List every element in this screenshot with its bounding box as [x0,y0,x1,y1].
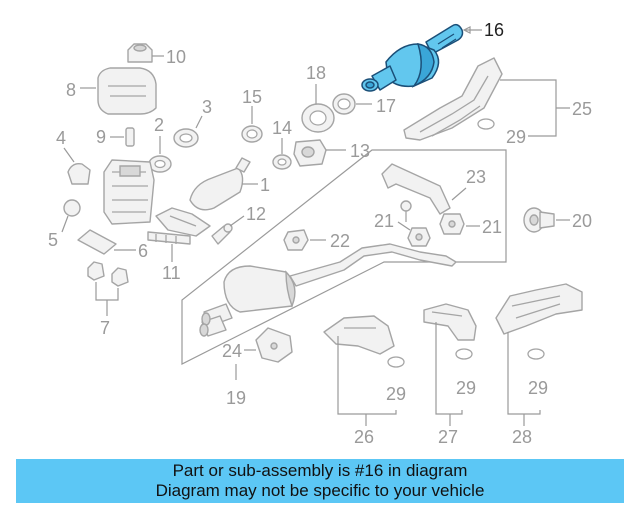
part-14-gasket[interactable] [272,154,292,170]
label-29-27: 29 [456,378,476,398]
label-22: 22 [330,231,350,251]
label-10: 10 [166,47,186,67]
info-banner: Part or sub-assembly is #16 in diagram D… [16,459,624,503]
label-23: 23 [466,167,486,187]
label-14: 14 [272,118,292,138]
part-26-heat-shield[interactable] [323,315,395,355]
label-19: 19 [226,388,246,408]
label-27: 27 [438,427,458,447]
part-11-hanger[interactable] [147,231,191,245]
part-1-front-catalyst-pipe[interactable] [155,157,251,237]
part-20-clamp[interactable] [523,207,555,233]
part-6-bracket[interactable] [77,229,117,255]
banner-line-2: Diagram may not be specific to your vehi… [155,481,485,500]
label-29-top: 29 [506,127,526,147]
part-24-bracket[interactable] [255,327,293,363]
label-20: 20 [572,211,592,231]
part-29-gasket-26[interactable] [387,356,405,368]
label-29-28: 29 [528,378,548,398]
exhaust-parts-diagram: 10 8 3 15 18 17 16 25 29 9 2 14 13 4 1 2… [48,20,592,447]
label-9: 9 [96,127,106,147]
part-18-flange[interactable] [301,103,335,133]
label-25: 25 [572,99,592,119]
part-22-hanger[interactable] [283,229,309,251]
part-15-gasket[interactable] [241,125,263,143]
label-13: 13 [350,141,370,161]
part-2-gasket[interactable] [148,155,172,173]
label-15: 15 [242,87,262,107]
label-29-26: 29 [386,384,406,404]
label-8: 8 [66,80,76,100]
label-18: 18 [306,63,326,83]
label-26: 26 [354,427,374,447]
part-17-gasket[interactable] [332,93,356,115]
part-29-gasket-28[interactable] [527,348,545,360]
part-23-bracket[interactable] [381,163,451,215]
part-7-nuts[interactable] [87,261,129,287]
part-27-heat-shield[interactable] [423,303,477,341]
part-9-stud[interactable] [125,127,135,147]
label-3: 3 [202,97,212,117]
part-21-hanger-right[interactable] [439,213,465,235]
part-5-mount[interactable] [63,199,81,217]
part-19-muffler-pipe[interactable] [199,243,457,337]
part-10-nut[interactable] [127,43,153,63]
part-8-heat-shield-cover[interactable] [97,67,157,115]
label-28: 28 [512,427,532,447]
label-21-left: 21 [374,211,394,231]
part-16-front-pipe[interactable] [361,23,464,92]
part-stud-bolt[interactable] [400,200,412,222]
banner-line-1: Part or sub-assembly is #16 in diagram [172,461,468,480]
part-21-hanger-left[interactable] [407,227,431,247]
label-24: 24 [222,341,242,361]
label-5: 5 [48,230,58,250]
label-11: 11 [162,263,181,283]
part-13-clamp[interactable] [293,139,327,167]
part-29-gasket[interactable] [477,118,495,130]
label-2: 2 [154,115,164,135]
label-4: 4 [56,128,66,148]
label-7: 7 [100,318,110,338]
part-12-bolt[interactable] [211,223,233,245]
part-catalytic-converter[interactable] [103,159,155,225]
label-17: 17 [376,96,396,116]
part-25-heat-shield[interactable] [403,57,503,141]
label-21-right: 21 [482,217,502,237]
label-12: 12 [246,204,266,224]
label-6: 6 [138,241,148,261]
part-3-gasket[interactable] [173,128,199,148]
label-1: 1 [260,175,270,195]
part-29-gasket-27[interactable] [455,348,473,360]
part-28-heat-shield[interactable] [495,283,583,335]
label-16: 16 [484,20,504,40]
part-19-group-outline [181,149,507,365]
part-4-cap[interactable] [67,162,91,185]
